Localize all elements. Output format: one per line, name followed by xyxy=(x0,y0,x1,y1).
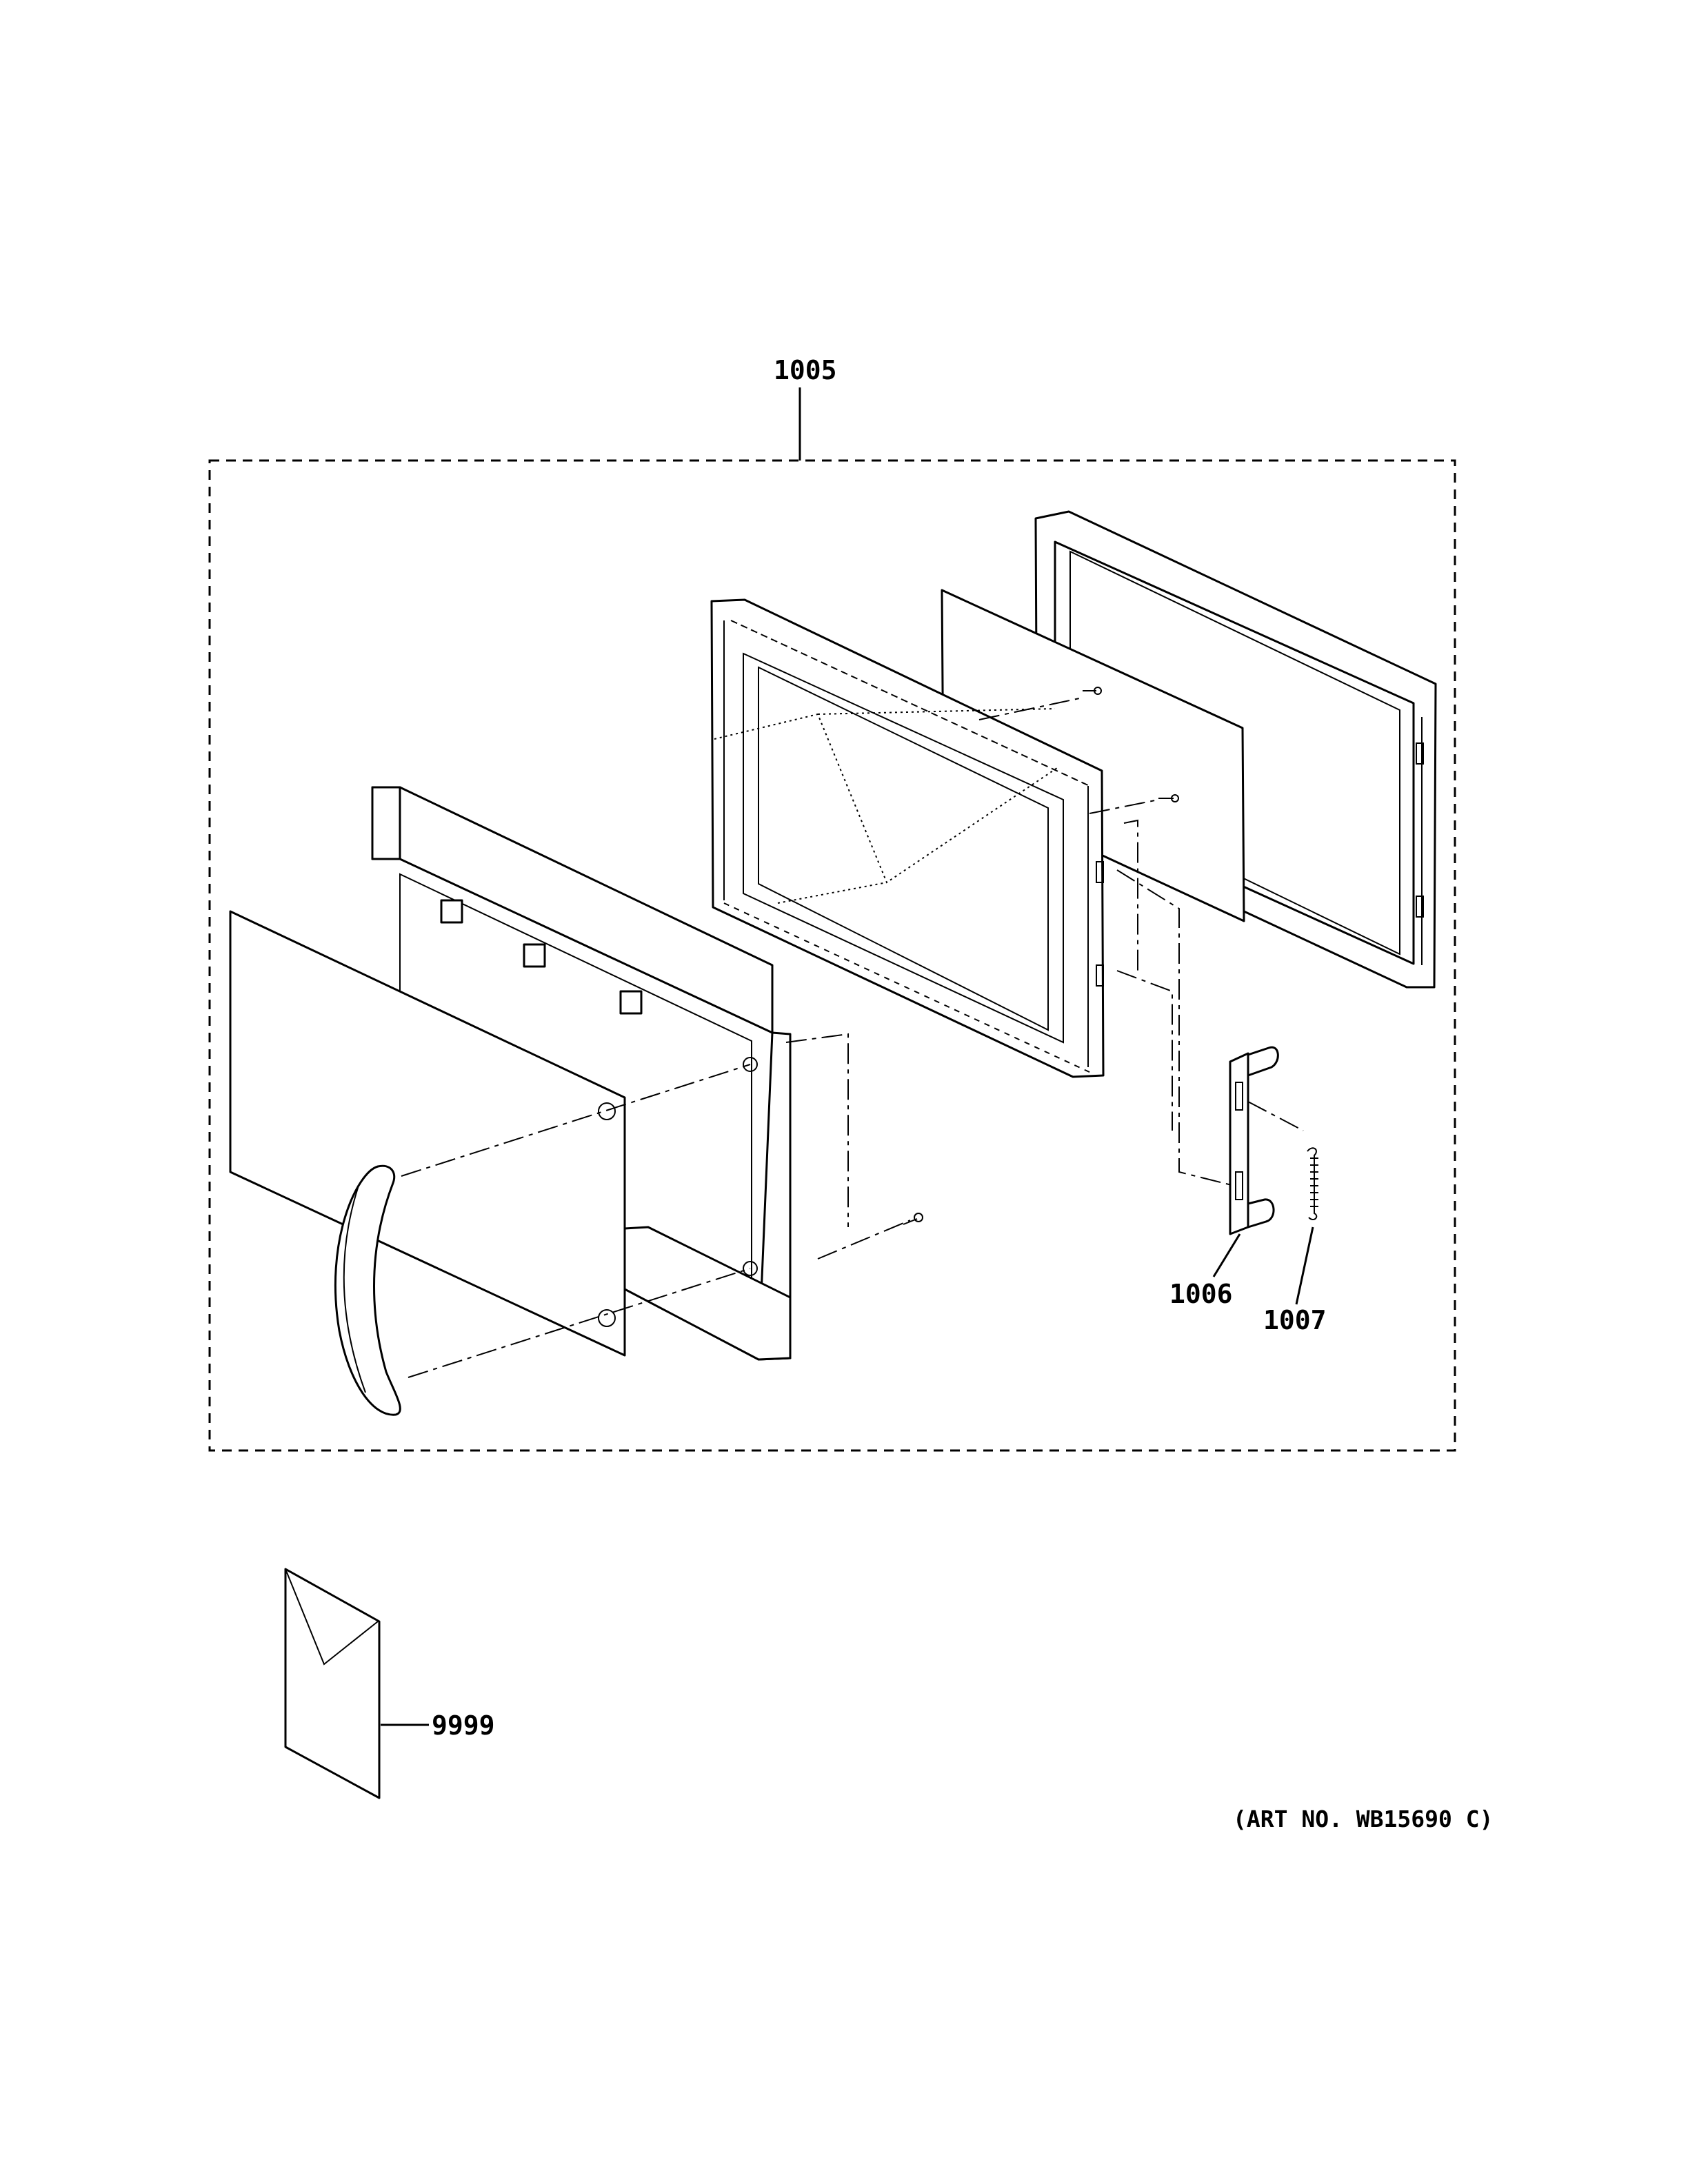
callout-1005: 1005 xyxy=(774,355,837,385)
literature-envelope xyxy=(284,1568,381,1799)
callout-9999: 9999 xyxy=(432,1710,495,1741)
latch-spring xyxy=(1307,1147,1318,1220)
assembly-boundary-box xyxy=(208,459,1456,1452)
door-latch xyxy=(1229,1046,1279,1235)
art-number: (ART NO. WB15690 C) xyxy=(1233,1806,1494,1832)
latch-leader-line xyxy=(1212,1233,1241,1277)
door-handle xyxy=(334,1164,401,1416)
spring-leader-line xyxy=(1295,1226,1314,1305)
alignment-lines-latch xyxy=(1116,819,1304,1186)
front-screw xyxy=(903,1213,923,1225)
front-glass-panel xyxy=(229,910,758,1357)
callout-1006: 1006 xyxy=(1169,1279,1233,1309)
callout-1007: 1007 xyxy=(1263,1305,1327,1335)
alignment-lines-front xyxy=(401,1033,911,1378)
glass-screws xyxy=(978,687,1179,814)
door-choke-frame xyxy=(710,598,1105,1078)
